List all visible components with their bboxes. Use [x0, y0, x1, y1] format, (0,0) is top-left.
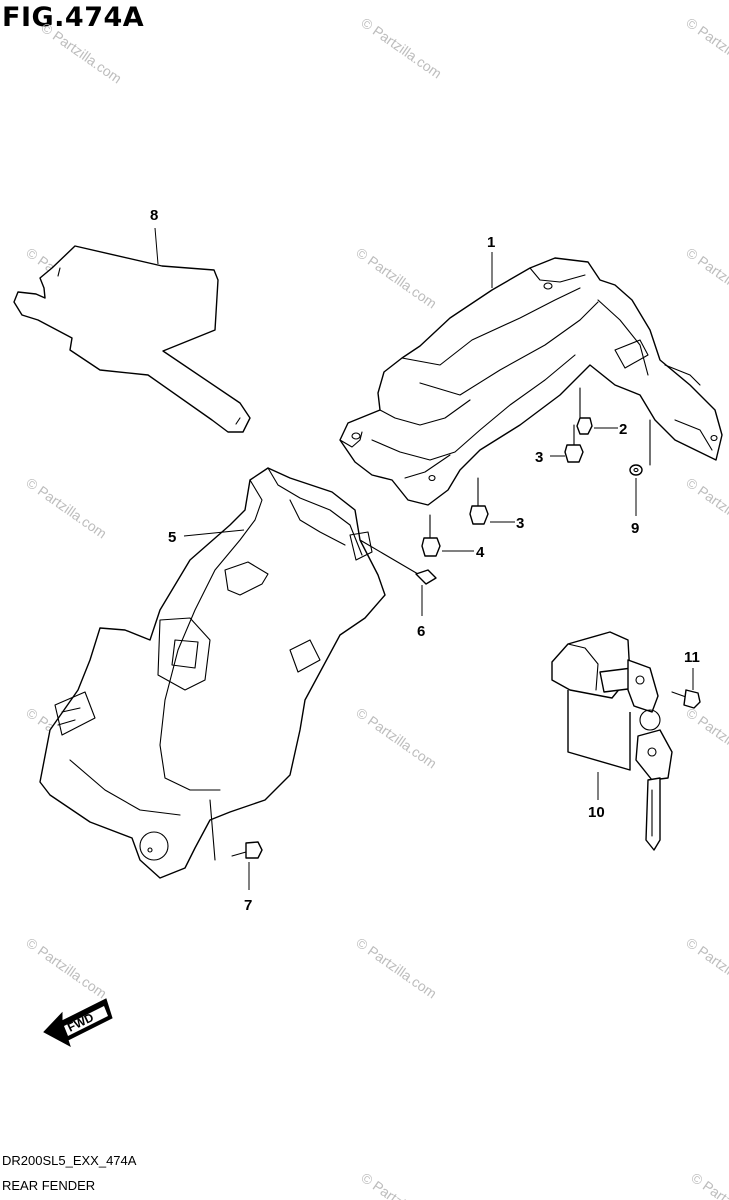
callout-10: 10 — [588, 804, 605, 821]
clip-6 — [359, 539, 437, 585]
callout-7: 7 — [244, 897, 252, 914]
watermark: © Partzilla.com — [683, 704, 729, 771]
callout-4: 4 — [476, 544, 485, 561]
screw-11 — [671, 689, 701, 709]
watermark: © Partzilla.com — [353, 244, 439, 311]
watermark: © Partzilla.com — [353, 934, 439, 1001]
diagram-code: DR200SL5_EXX_474A — [2, 1153, 137, 1168]
watermark: © Partzilla.com — [23, 934, 109, 1001]
callout-2: 2 — [619, 421, 627, 438]
diagram-name: REAR FENDER — [2, 1178, 96, 1193]
bolt-3-upper — [564, 424, 584, 463]
watermark: © Partzilla.com — [683, 474, 729, 541]
watermark: © Partzilla.com — [358, 1169, 444, 1200]
watermark: © Partzilla.com — [683, 14, 729, 81]
watermark: © Partzilla.com — [688, 1169, 729, 1200]
bolt-4 — [421, 514, 441, 557]
callout-3-lower: 3 — [516, 515, 524, 532]
leader-8 — [154, 227, 159, 265]
part-1-rear-fender — [339, 257, 723, 506]
callout-5: 5 — [168, 529, 176, 546]
screw-7 — [231, 841, 263, 859]
figure-title: FIG.474A — [2, 2, 145, 33]
part-10-lock-set — [551, 631, 673, 851]
callout-9: 9 — [631, 520, 639, 537]
watermark: © Partzilla.com — [38, 19, 124, 86]
leader-5 — [183, 529, 245, 537]
callout-1: 1 — [487, 234, 495, 251]
watermark: © Partzilla.com — [683, 244, 729, 311]
watermark: © Partzilla.com — [353, 704, 439, 771]
callout-11: 11 — [684, 649, 700, 666]
part-8-liner-sheet — [13, 245, 251, 433]
watermark: © Partzilla.com — [358, 14, 444, 81]
part-5-inner-fender — [39, 467, 386, 879]
callout-6: 6 — [417, 623, 425, 640]
forward-arrow-icon: FWD — [43, 998, 113, 1048]
bolt-2 — [576, 387, 593, 435]
callout-3-upper: 3 — [535, 449, 543, 466]
watermark: © Partzilla.com — [683, 934, 729, 1001]
washer-9 — [629, 419, 651, 476]
watermark: © Partzilla.com — [23, 474, 109, 541]
callout-8: 8 — [150, 207, 158, 224]
watermarks: © Partzilla.com © Partzilla.com © Partzi… — [23, 14, 729, 1200]
bolt-3-lower — [469, 477, 489, 525]
